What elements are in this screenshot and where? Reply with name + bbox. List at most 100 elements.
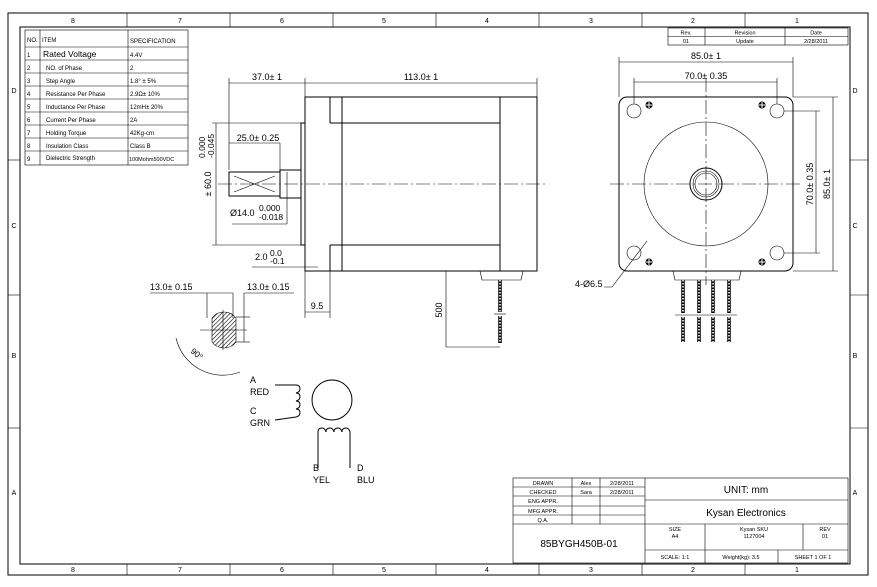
svg-text:SPECIFICATION: SPECIFICATION	[130, 39, 176, 45]
svg-text:4-Ø6.5: 4-Ø6.5	[575, 279, 603, 289]
svg-text:2: 2	[27, 66, 31, 72]
svg-text:± 60.0: ± 60.0	[203, 172, 213, 197]
svg-text:9: 9	[27, 157, 31, 163]
svg-text:Class B: Class B	[130, 144, 151, 150]
spec-row: 3 Step Angle 1.8° ± 5%	[27, 79, 157, 85]
spec-row: 9 Dielectric Strength 100Mohm500VDC	[27, 156, 174, 163]
svg-text:7: 7	[178, 18, 182, 25]
svg-text:2: 2	[691, 567, 695, 574]
shaft-section: 13.0± 0.15 13.0± 0.15 90°	[150, 282, 294, 376]
svg-text:2/28/2011: 2/28/2011	[610, 481, 634, 487]
svg-text:90°: 90°	[189, 346, 205, 362]
svg-text:1: 1	[27, 53, 31, 59]
svg-text:13.0± 0.15: 13.0± 0.15	[247, 282, 289, 292]
svg-text:ENG APPR.: ENG APPR.	[528, 499, 558, 505]
spec-table: NO. ITEM SPECIFICATION 1 Rated Voltage 4…	[24, 29, 189, 166]
svg-text:1: 1	[795, 18, 799, 25]
svg-text:4.4V: 4.4V	[130, 53, 142, 59]
svg-text:-0.018: -0.018	[259, 212, 283, 222]
svg-text:2: 2	[691, 18, 695, 25]
svg-text:C: C	[11, 223, 16, 230]
svg-text:70.0± 0.35: 70.0± 0.35	[805, 163, 815, 205]
svg-text:25.0± 0.25: 25.0± 0.25	[237, 133, 279, 143]
svg-text:70.0± 0.35: 70.0± 0.35	[685, 71, 727, 81]
svg-text:2/28/2011: 2/28/2011	[610, 490, 634, 496]
svg-text:42Kg-cm: 42Kg-cm	[130, 131, 154, 137]
svg-text:Dielectric Strength: Dielectric Strength	[46, 156, 95, 162]
svg-text:Rev.: Rev.	[681, 31, 692, 37]
svg-text:4: 4	[27, 92, 31, 98]
svg-text:Weight(kg): 3.5: Weight(kg): 3.5	[722, 555, 759, 561]
svg-text:500: 500	[434, 302, 444, 317]
svg-text:D: D	[852, 88, 857, 95]
svg-text:REV: REV	[819, 527, 831, 533]
svg-text:RED: RED	[250, 387, 270, 397]
spec-row: 2 NO. of Phase 2	[27, 66, 134, 72]
svg-text:Kysan SKU: Kysan SKU	[740, 527, 768, 533]
svg-text:SIZE: SIZE	[669, 527, 682, 533]
svg-text:6: 6	[280, 567, 284, 574]
svg-text:Inductance Per Phase: Inductance Per Phase	[46, 105, 106, 111]
svg-text:3: 3	[27, 79, 31, 85]
revision-block: Rev. Revision Date 01 Update 2/28/2011	[667, 27, 849, 46]
spec-row: 4 Resistance Per Phase 2.9Ω± 10%	[27, 92, 160, 98]
svg-text:85BYGH450B-01: 85BYGH450B-01	[540, 539, 618, 550]
svg-text:8: 8	[27, 144, 31, 150]
svg-text:1.8° ± 5%: 1.8° ± 5%	[130, 79, 157, 85]
screw-icon	[645, 101, 766, 266]
svg-text:-0.045: -0.045	[206, 134, 216, 158]
svg-text:Rated Voltage: Rated Voltage	[43, 49, 97, 59]
svg-text:5: 5	[27, 105, 31, 111]
front-view: 85.0± 1 70.0± 0.35 70.0± 0.35 85.0± 1 4-…	[575, 51, 838, 342]
svg-text:Ø14.0: Ø14.0	[230, 208, 255, 218]
svg-text:6: 6	[27, 118, 31, 124]
svg-text:Revision: Revision	[734, 31, 755, 37]
svg-text:Update: Update	[736, 39, 754, 45]
svg-text:4: 4	[485, 567, 489, 574]
svg-text:6: 6	[280, 18, 284, 25]
svg-text:85.0± 1: 85.0± 1	[691, 51, 721, 61]
svg-text:Step Angle: Step Angle	[46, 79, 76, 85]
svg-text:A4: A4	[672, 534, 679, 540]
svg-text:YEL: YEL	[313, 475, 330, 485]
svg-text:D: D	[11, 88, 16, 95]
svg-text:A: A	[12, 490, 17, 497]
svg-text:13.0± 0.15: 13.0± 0.15	[150, 282, 192, 292]
svg-text:-0.1: -0.1	[270, 256, 285, 266]
svg-text:2: 2	[130, 66, 134, 72]
svg-text:Insulation Class: Insulation Class	[46, 144, 88, 150]
svg-text:UNIT: mm: UNIT: mm	[724, 485, 768, 496]
svg-text:Alex: Alex	[581, 481, 592, 487]
svg-text:100Mohm500VDC: 100Mohm500VDC	[129, 157, 174, 163]
svg-text:Kysan Electronics: Kysan Electronics	[706, 508, 785, 519]
svg-text:01: 01	[683, 39, 689, 45]
spec-row: 7 Holding Torque 42Kg-cm	[27, 131, 154, 137]
svg-text:MFG APPR.: MFG APPR.	[528, 509, 558, 515]
svg-text:Current Per Phase: Current Per Phase	[46, 118, 96, 124]
svg-text:ITEM: ITEM	[42, 38, 56, 44]
svg-text:0.0: 0.0	[270, 248, 282, 258]
spec-row: 5 Inductance Per Phase 12mH± 20%	[27, 105, 164, 111]
svg-text:B: B	[12, 353, 17, 360]
svg-text:2.0: 2.0	[255, 252, 268, 262]
svg-text:SHEET 1 OF 1: SHEET 1 OF 1	[795, 555, 832, 561]
svg-text:C: C	[852, 223, 857, 230]
spec-row: 8 Insulation Class Class B	[27, 144, 151, 150]
svg-text:B: B	[853, 353, 858, 360]
svg-text:2.9Ω± 10%: 2.9Ω± 10%	[130, 92, 160, 98]
side-view: 37.0± 1 113.0± 1 25.0± 0.25 ± 60.0 0.000…	[197, 72, 545, 348]
svg-text:0.000: 0.000	[259, 203, 281, 213]
svg-text:GRN: GRN	[250, 418, 270, 428]
svg-text:C: C	[250, 406, 257, 416]
svg-text:1: 1	[795, 567, 799, 574]
title-block: DRAWN Alex 2/28/2011 CHECKED Sara 2/28/2…	[512, 477, 849, 564]
svg-text:NO. of Phase: NO. of Phase	[46, 66, 83, 72]
svg-text:1127004: 1127004	[743, 534, 764, 540]
svg-text:3: 3	[589, 18, 593, 25]
svg-text:NO.: NO.	[27, 38, 38, 44]
spec-row: 1 Rated Voltage 4.4V	[27, 49, 142, 59]
svg-text:7: 7	[178, 567, 182, 574]
svg-text:Sara: Sara	[580, 490, 593, 496]
svg-text:0.000: 0.000	[197, 136, 207, 158]
